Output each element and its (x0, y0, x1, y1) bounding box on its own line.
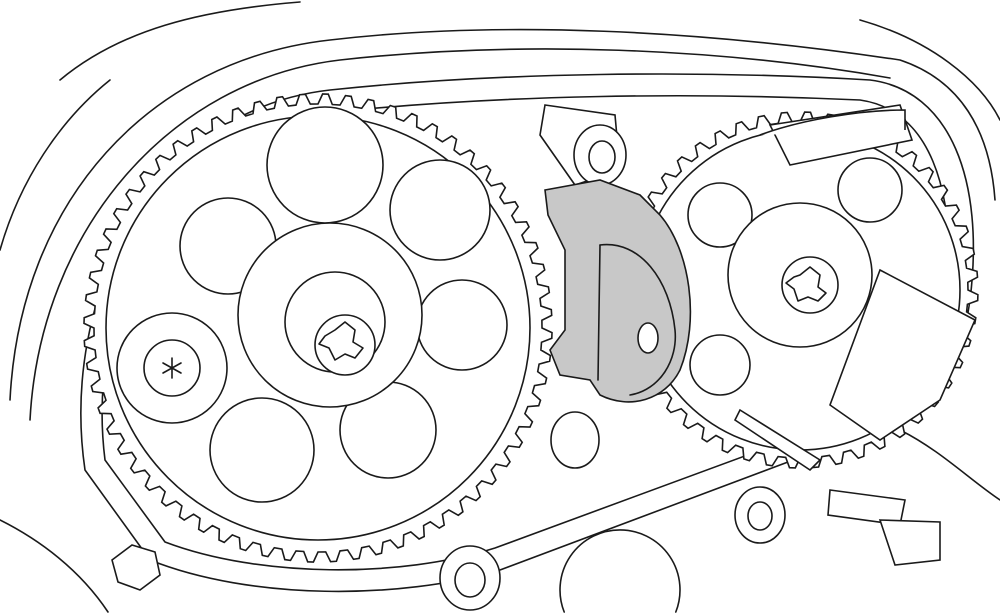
torx-bolt-icon (314, 314, 376, 376)
sprocket-hole (209, 397, 315, 503)
sprocket-hole (689, 334, 751, 396)
left-sprocket (83, 93, 553, 563)
tool-pin-hole (637, 322, 659, 354)
star-icon (162, 357, 182, 379)
sprocket-hub (237, 222, 423, 408)
holding-fixture (733, 104, 977, 566)
lower-pulley (559, 529, 681, 613)
sprocket-hole (416, 279, 508, 371)
sprocket-hole (389, 159, 491, 261)
belt-tensioner-tool (544, 179, 692, 403)
torx-head-icon (318, 321, 364, 361)
sprocket-hole (687, 182, 753, 248)
idler-roller-icon (573, 124, 627, 186)
torx-bolt-icon (781, 256, 839, 314)
idler-roller-icon (734, 486, 786, 544)
sprocket-hole (837, 157, 903, 223)
hex-bolt-icon (111, 544, 161, 591)
torx-head-icon (785, 266, 827, 302)
idler-roller-icon (550, 411, 600, 469)
idler-rollers (111, 104, 786, 613)
sprocket-hole (266, 106, 384, 224)
idler-roller-icon (439, 545, 501, 611)
right-sprocket (621, 111, 979, 469)
